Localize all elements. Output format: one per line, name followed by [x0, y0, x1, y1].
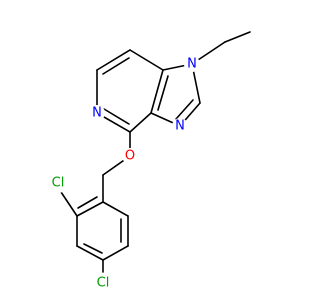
atom-n5: N [89, 105, 105, 121]
bond-c4-c3a [129, 112, 152, 133]
atom-cl-4: Cl [93, 273, 113, 293]
molecule-structure: N N N O Cl Cl [48, 31, 251, 293]
atom-n5-label: N [92, 106, 102, 121]
atom-o: O [122, 148, 138, 164]
atom-o-label: O [125, 149, 135, 164]
atom-cl-2-label: Cl [52, 176, 65, 191]
bond-c2prime-cl [60, 191, 78, 217]
bond-c3prime-c4prime-double [83, 243, 103, 254]
bond-c1prime-c2prime-double [77, 196, 98, 209]
bond-c3a-c7a [150, 69, 164, 114]
atom-cl-4-label: Cl [97, 276, 110, 291]
atom-cl-2: Cl [48, 173, 68, 193]
bond-c7-c6-double [102, 57, 130, 75]
bond-c1prime-c2prime [76, 201, 104, 217]
bond-c4prime-c5prime [102, 245, 129, 261]
bond-c7-c6 [96, 49, 131, 71]
atom-n3: N [172, 118, 188, 134]
atom-n1-label: N [187, 57, 197, 72]
atom-n1: N [184, 56, 200, 72]
bond-ch2-ch3 [224, 31, 251, 43]
bond-c2-n3-double [175, 99, 194, 120]
bond-n5-c4-double [103, 108, 130, 125]
bond-c7a-c7 [129, 49, 164, 71]
bond-c3a-c7a-double [157, 75, 169, 111]
molecule-structure-canvas: N N N O Cl Cl [48, 31, 251, 293]
atom-n3-label: N [175, 119, 185, 134]
bond-c6prime-c1prime [102, 201, 129, 217]
bond-c3prime-c4prime [76, 245, 104, 261]
